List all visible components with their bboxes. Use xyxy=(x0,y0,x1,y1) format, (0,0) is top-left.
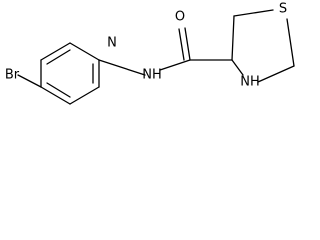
bond-carbonyl-o-2 xyxy=(178,28,185,61)
bond-c6-c5 xyxy=(40,86,71,105)
bond-c5-s xyxy=(233,9,274,17)
bond-amide-n-carbonyl xyxy=(159,59,191,71)
bond-s-c2 xyxy=(286,18,295,67)
atom-label-carbonyl-oxygen: O xyxy=(175,10,185,25)
bond-c4-c3-inner xyxy=(46,49,71,65)
bond-c4-c3 xyxy=(40,42,71,61)
bond-c2-nh xyxy=(257,65,295,83)
bond-carbonyl-o-1 xyxy=(184,27,191,61)
bond-c4-c5 xyxy=(231,15,235,61)
atom-label-amide-nh: NH xyxy=(142,68,162,83)
bond-n1-c6 xyxy=(69,86,100,105)
bond-c2-amide-n xyxy=(98,59,146,76)
bond-c6-c5-inner xyxy=(46,82,71,98)
bond-nh-c4 xyxy=(231,59,244,76)
atom-labels: Br N NH O S NH xyxy=(5,2,287,90)
atom-label-ring-sulfur: S xyxy=(279,2,287,17)
chemical-structure: Br N NH O S NH xyxy=(5,2,295,105)
atom-label-ring-nh: NH xyxy=(240,75,260,90)
atom-label-pyridine-nitrogen: N xyxy=(107,36,117,51)
bond-br-c5 xyxy=(17,74,42,88)
atom-label-bromine: Br xyxy=(5,68,20,83)
bond-c3-c2 xyxy=(69,42,100,61)
bonds xyxy=(17,9,295,105)
